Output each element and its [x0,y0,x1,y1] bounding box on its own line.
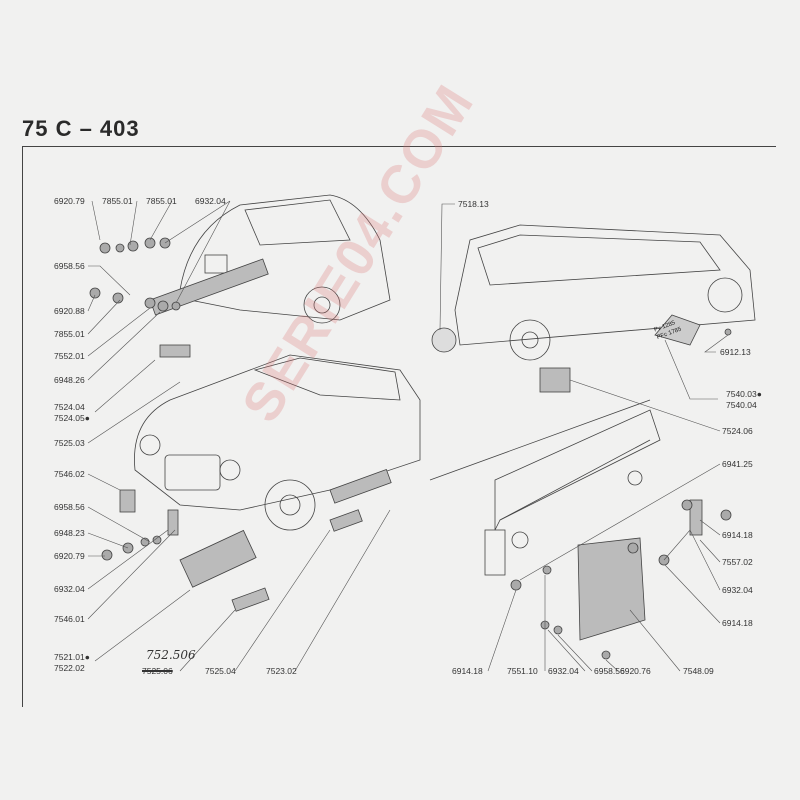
part-label: 6932.04 [195,196,226,206]
part-label: 7525.04 [205,666,236,676]
leader-lines [87,200,729,672]
page-title: 75 C – 403 [22,116,140,141]
handwritten-note: 752.506 [146,648,196,662]
part-label: 6912.13 [720,347,751,357]
part-label: 6958.56 [54,261,85,271]
part-label: 7855.01 [146,196,177,206]
part-label: 6914.18 [722,618,753,628]
pickup-bed-illustration [429,399,661,576]
part-label: 7540.04 [726,400,757,410]
part-label: 6941.25 [722,459,753,469]
part-label: 6958.56 [54,502,85,512]
part-label: 7518.13 [458,199,489,209]
part-label: 6948.23 [54,528,85,538]
diagram-frame [22,146,776,707]
part-label: 7525.03 [54,438,85,448]
part-label: 7552.01 [54,351,85,361]
part-label: 6932.04 [722,585,753,595]
part-label: 7521.01● [54,652,90,662]
part-label: 6920.79 [54,196,85,206]
part-label: 7855.01 [54,329,85,339]
wagon-illustration [431,224,756,361]
part-label: 7548.09 [683,666,714,676]
part-label: 7523.02 [266,666,297,676]
part-label: 6948.26 [54,375,85,385]
part-label: 7524.05● [54,413,90,423]
part-label: 6914.18 [722,530,753,540]
part-label: 6920.79 [54,551,85,561]
part-label: 6920.88 [54,306,85,316]
part-label: 6932.04 [548,666,579,676]
part-label: 7524.06 [722,426,753,436]
struck-reference: 7525.06 [142,666,173,676]
part-label: 7551.10 [507,666,538,676]
mud-flap-part [577,537,646,641]
part-label: 7540.03● [726,389,762,399]
part-label: 7522.02 [54,663,85,673]
plate-part [654,314,701,346]
part-label: 7557.02 [722,557,753,567]
part-label: 6958.56 [594,666,625,676]
part-label: 7546.02 [54,469,85,479]
sedan-rear-illustration [179,194,391,324]
part-label: 6932.04 [54,584,85,594]
part-label: 7546.01 [54,614,85,624]
part-label: 6920.76 [620,666,651,676]
part-label: 6914.18 [452,666,483,676]
part-label: 7524.04 [54,402,85,412]
part-label: 7855.01 [102,196,133,206]
